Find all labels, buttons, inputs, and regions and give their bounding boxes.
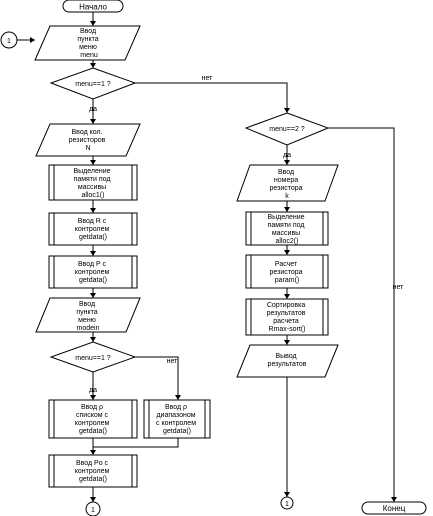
label-no-3: нет [393, 284, 405, 291]
connector-out-right-label: 1 [285, 501, 289, 508]
decision-menu-2: menu==2 ? [244, 112, 330, 146]
label-yes-3: да [283, 152, 291, 159]
process-sort: Сортировка результатов расчета Rmax-sort… [245, 298, 329, 336]
connector-out-right: 1 [280, 496, 294, 510]
decision-menu-1: menu==1 ? [49, 67, 137, 100]
end-terminator: Конец [361, 501, 427, 515]
process-alloc2-text: Выделение памяти под массивы alloc2() [267, 214, 306, 245]
process-alloc2: Выделение памяти под массивы alloc2() [245, 211, 329, 246]
connector-out-left-label: 1 [91, 507, 95, 514]
process-input-po-text: Ввод Po с контролем getdata() [75, 460, 111, 483]
end-label: Конец [383, 504, 406, 513]
connector-in: 1 [0, 31, 18, 49]
output-results: Вывод результатов [236, 344, 339, 378]
input-k-text: Ввод номера резистора k [269, 169, 304, 200]
process-alloc1-text: Выделение памяти под массивы alloc1() [73, 168, 112, 199]
process-rho-list-text: Ввод ρ списком с контролем getdata() [75, 404, 111, 435]
process-alloc1: Выделение памяти под массивы alloc1() [48, 164, 138, 201]
input-mode-text: Ввод пункта меню modein [76, 301, 99, 332]
decision-menu-1-text: menu==1 ? [75, 81, 111, 88]
label-yes-1: да [89, 106, 97, 113]
decision-mode-1-text: menu==1 ? [75, 355, 111, 362]
output-results-text: Вывод результатов [268, 353, 307, 368]
process-rho-range-text: Ввод ρ диапазоном с контролем getdata() [156, 404, 198, 435]
start-terminator: Начало [62, 0, 124, 13]
label-yes-2: да [89, 387, 97, 394]
process-input-po: Ввод Po с контролем getdata() [48, 454, 138, 488]
process-input-p-text: Ввод P с контролем getdata() [75, 261, 111, 284]
process-input-r-text: Ввод R с контролем getdata() [75, 218, 111, 241]
decision-menu-2-text: menu==2 ? [269, 126, 305, 133]
decision-mode-1: menu==1 ? [49, 341, 137, 373]
connector-out-left: 1 [85, 501, 101, 516]
arrowheads [30, 21, 397, 502]
label-no-1: нет [202, 75, 214, 82]
process-calc: Расчет резистора param() [245, 254, 329, 289]
process-rho-list: Ввод ρ списком с контролем getdata() [48, 399, 138, 439]
input-count-text: Ввод кол. резисторов N [69, 129, 108, 152]
input-menu-text: Ввод пункта меню menu [77, 28, 100, 59]
process-input-r: Ввод R с контролем getdata() [48, 212, 138, 246]
process-input-p: Ввод P с контролем getdata() [48, 255, 138, 289]
flow-lines [17, 12, 395, 502]
input-mode: Ввод пункта меню modein [35, 297, 141, 333]
process-calc-text: Расчет резистора param() [269, 261, 304, 284]
label-no-2: нет [167, 358, 179, 365]
input-count: Ввод кол. резисторов N [35, 123, 141, 157]
process-rho-range: Ввод ρ диапазоном с контролем getdata() [143, 399, 211, 439]
start-label: Начало [79, 3, 107, 12]
input-menu: Ввод пункта меню menu [34, 25, 141, 61]
input-k: Ввод номера резистора k [236, 164, 339, 202]
connector-in-label: 1 [7, 38, 11, 45]
process-sort-text: Сортировка результатов расчета Rmax-sort… [267, 302, 308, 333]
